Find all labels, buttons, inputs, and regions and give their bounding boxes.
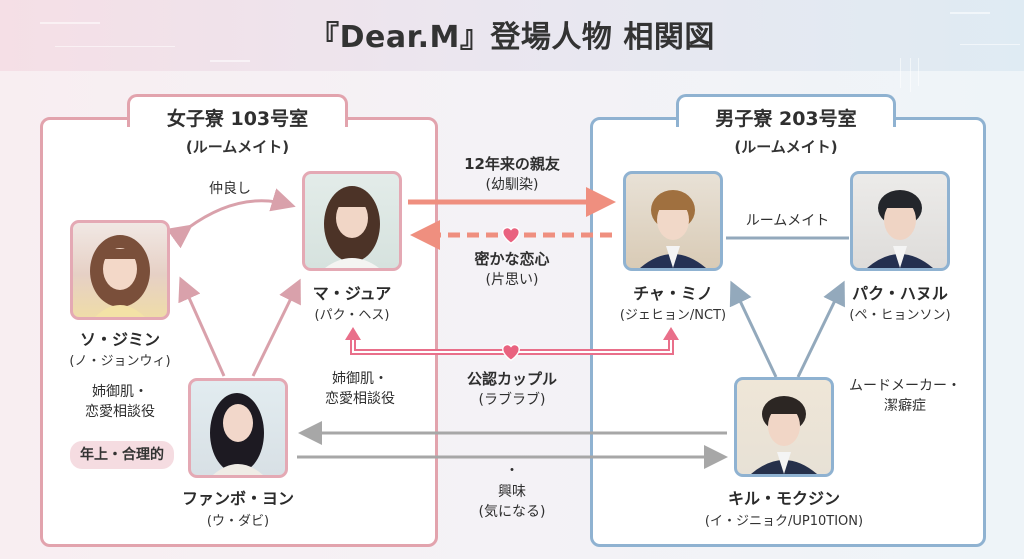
actor-fanboyon: (ウ・ダビ)	[206, 514, 270, 529]
label-mood: ムードメーカー・	[849, 378, 961, 394]
name-sojimin: ソ・ジミン	[79, 330, 160, 349]
label-shinyu-sub: (幼馴染)	[485, 177, 539, 193]
portrait-chamino	[623, 171, 723, 271]
arrow-kilmokjin-parkhanul	[796, 280, 845, 378]
name-chamino: チャ・ミノ	[633, 284, 713, 303]
portrait-kilmokjin	[734, 377, 834, 477]
name-parkhanul: パク・ハヌル	[852, 284, 948, 303]
label-koigokoro-sub: (片思い)	[485, 272, 539, 288]
label-roommate: ルームメイト	[745, 213, 830, 229]
label-aneki-right-2: 恋愛相談役	[325, 391, 395, 407]
label-couple: 公認カップル	[466, 370, 557, 388]
boys-dorm-subtitle: (ルームメイト)	[734, 138, 838, 156]
label-aneki-right: 姉御肌・	[332, 371, 388, 387]
name-fanboyon: ファンボ・ヨン	[181, 489, 294, 508]
girls-dorm-subtitle: (ルームメイト)	[185, 138, 290, 156]
label-interest-sub: (気になる)	[478, 504, 546, 520]
heart-icon	[502, 344, 520, 362]
label-interest-dot: ・	[505, 463, 519, 479]
actor-majua: (パク・ヘス)	[314, 308, 390, 323]
boys-dorm-title: 男子寮 203号室	[715, 108, 857, 130]
portrait-sojimin	[70, 220, 170, 320]
name-kilmokjin: キル・モクジン	[727, 489, 840, 508]
label-aneki-left: 姉御肌・	[92, 384, 148, 400]
heart-icon	[502, 227, 520, 245]
label-interest: 興味	[498, 484, 526, 500]
tag-fanboyon-trait: 年上・合理的	[70, 441, 174, 469]
arrow-kilmokjin-chamino	[729, 280, 778, 378]
label-couple-sub: (ラブラブ)	[478, 392, 546, 408]
actor-kilmokjin: (イ・ジニョク/UP10TION)	[704, 514, 864, 529]
portrait-majua	[302, 171, 402, 271]
label-aneki-left-2: 恋愛相談役	[85, 404, 155, 420]
girls-dorm-title: 女子寮 103号室	[166, 108, 309, 130]
label-koigokoro: 密かな恋心	[474, 250, 550, 268]
label-shinyu: 12年来の親友	[464, 155, 560, 173]
actor-parkhanul: (ペ・ヒョンソン)	[849, 308, 951, 323]
actor-sojimin: (ノ・ジョンウィ)	[69, 354, 171, 369]
label-mood-2: 潔癖症	[884, 398, 926, 414]
arrow-fanboyon-sojimin	[178, 276, 226, 377]
name-majua: マ・ジュア	[312, 284, 392, 303]
header-banner	[0, 0, 1024, 92]
portrait-fanboyon	[188, 378, 288, 478]
page-title: 『Dear.M』登場人物 相関図	[309, 20, 715, 55]
actor-chamino: (ジェヒョン/NCT)	[619, 308, 727, 323]
portrait-parkhanul	[850, 171, 950, 271]
arrow-fanboyon-majua	[251, 278, 301, 377]
arrow-nakayoshi	[166, 188, 296, 249]
label-nakayoshi: 仲良し	[209, 181, 251, 197]
